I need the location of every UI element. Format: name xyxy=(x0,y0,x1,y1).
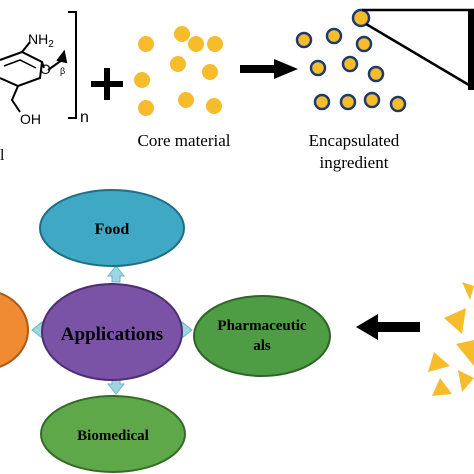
plus-icon xyxy=(91,68,123,100)
core-dot xyxy=(170,56,186,72)
chitosan-structure xyxy=(0,11,77,119)
repeat-bracket xyxy=(68,11,77,119)
core-dot xyxy=(207,36,223,52)
core-dot xyxy=(138,100,154,116)
encapsulated-label-line2: ingredient xyxy=(320,153,389,172)
encapsulated-dot xyxy=(313,93,331,111)
nh2-label: NH2 xyxy=(28,31,54,50)
triangle xyxy=(462,282,474,300)
encapsulated-dot xyxy=(367,65,385,83)
triangle xyxy=(458,370,474,392)
svg-text:Applications: Applications xyxy=(61,324,163,345)
zoom-callout xyxy=(351,8,474,90)
core-dot xyxy=(202,64,218,80)
svg-text:Food: Food xyxy=(95,221,130,238)
core-dot xyxy=(134,72,150,88)
encapsulated-dot xyxy=(363,91,381,109)
arrow-left-icon xyxy=(356,314,420,340)
node-biomedical: Biomedical xyxy=(40,395,186,473)
core-dot xyxy=(178,92,194,108)
chitosan-ring xyxy=(0,50,44,88)
node-food: Food xyxy=(39,189,185,267)
encapsulated-dot xyxy=(389,95,407,113)
encapsulated-dot xyxy=(295,31,313,49)
core-material-dots xyxy=(134,26,223,116)
core-dot xyxy=(138,36,154,52)
encapsulated-dot xyxy=(341,55,359,73)
triangle xyxy=(456,340,474,366)
svg-text:als: als xyxy=(253,338,271,354)
core-dot xyxy=(174,26,190,42)
arrow-right-icon xyxy=(240,59,298,79)
connector-up xyxy=(106,265,126,283)
triangle xyxy=(428,352,450,372)
node-pharmaceuticals: Pharmaceutic als xyxy=(193,295,331,377)
triangle xyxy=(444,308,466,334)
node-applications: Applications xyxy=(41,283,183,381)
oxygen-label: O xyxy=(40,61,51,77)
encapsulated-label-line1: Encapsulated xyxy=(309,131,400,150)
svg-text:Biomedical: Biomedical xyxy=(77,428,149,444)
encapsulated-dot xyxy=(355,35,373,53)
encapsulated-dot xyxy=(325,27,343,45)
svg-text:Pharmaceutic: Pharmaceutic xyxy=(217,318,306,334)
triangle-particles xyxy=(428,282,474,396)
repeat-n-label: n xyxy=(80,109,89,126)
triangle xyxy=(432,378,452,396)
core-dot xyxy=(206,98,222,114)
core-material-label: Core material xyxy=(138,131,231,150)
beta-wedge xyxy=(56,49,68,64)
core-dot xyxy=(188,36,204,52)
encapsulated-dot xyxy=(339,93,357,111)
beta-label: β xyxy=(60,66,65,76)
encapsulated-dot xyxy=(309,59,327,77)
connector-down xyxy=(106,377,126,395)
node-left xyxy=(0,292,29,368)
encapsulated-dots xyxy=(295,27,407,113)
cut-label: l xyxy=(0,147,5,164)
hydroxyl-label: OH xyxy=(20,111,41,127)
